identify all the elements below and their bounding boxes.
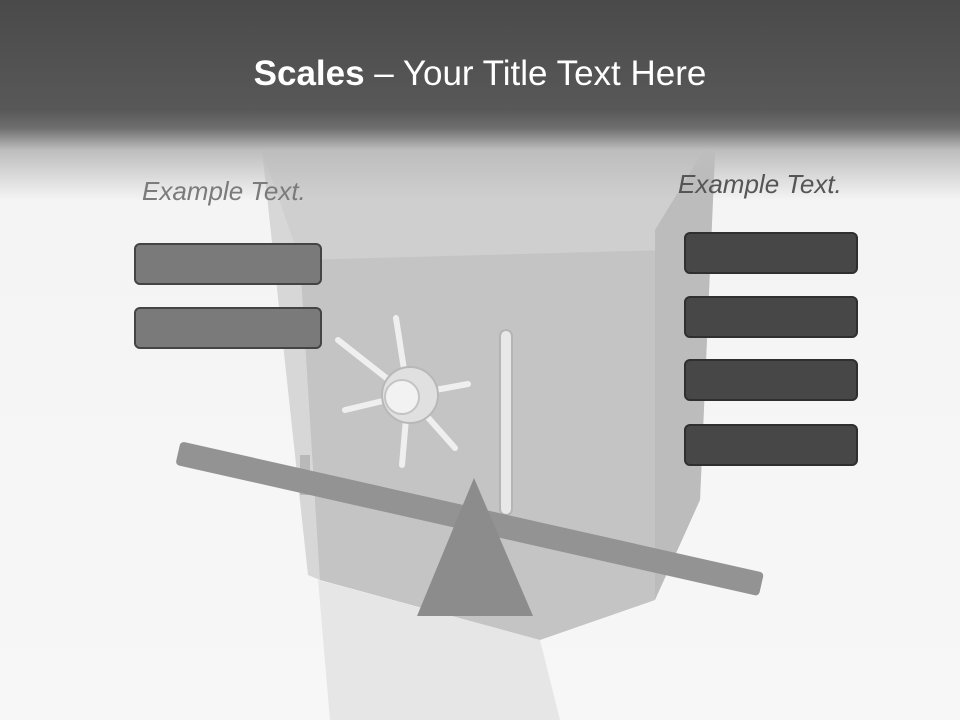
right-box-2: [684, 296, 858, 338]
right-box-4: [684, 424, 858, 466]
left-box-2: [134, 307, 322, 349]
right-label: Example Text.: [678, 169, 842, 199]
slide-title: Scales – Your Title Text Here: [0, 52, 960, 96]
right-box-1: [684, 232, 858, 274]
fulcrum-triangle: [417, 478, 533, 616]
title-bold: Scales: [253, 54, 365, 93]
left-label: Example Text.: [142, 176, 306, 206]
left-box-1: [134, 243, 322, 285]
title-rest: – Your Title Text Here: [364, 54, 707, 93]
header-band: [0, 0, 960, 200]
right-box-3: [684, 359, 858, 401]
